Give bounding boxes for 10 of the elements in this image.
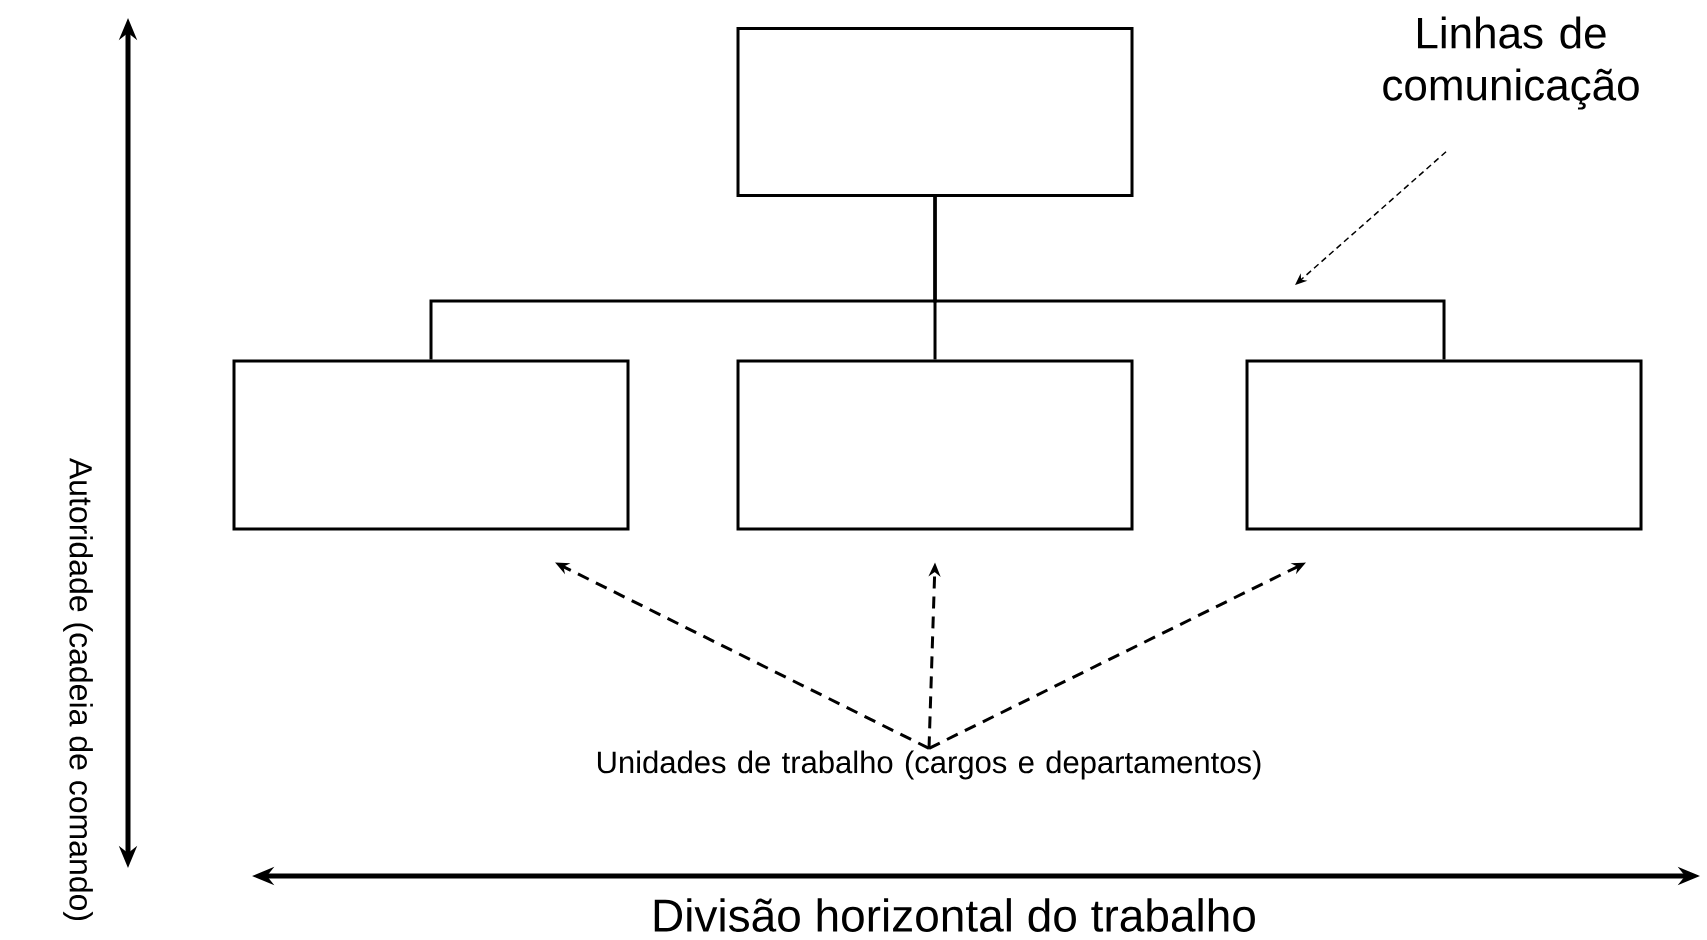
callout-text: Unidades de trabalho (cargos e departamentos) — [597, 750, 1261, 780]
unit-box — [736, 359, 1134, 531]
unit-box — [736, 27, 1134, 197]
unit-box — [1245, 359, 1643, 531]
axis-label: Autoridade (cadeia de comando) — [63, 457, 93, 921]
leader-line — [1295, 151, 1447, 285]
axis-label: Divisão horizontal do trabalho — [654, 898, 1255, 932]
unit-box — [232, 359, 630, 531]
callout-text: Linhas de comunicação — [1383, 16, 1639, 110]
connector-line — [933, 197, 1446, 360]
